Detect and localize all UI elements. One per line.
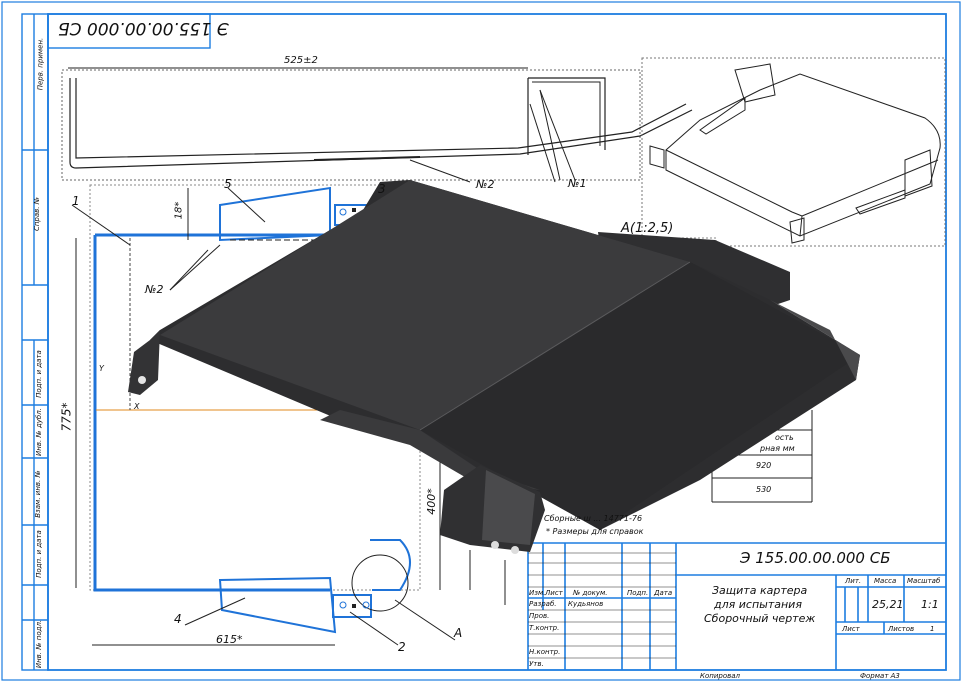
side-view-profile [61,67,693,183]
dim-width-615: 615* [216,633,243,646]
axis-y-label: Y [99,364,104,373]
callout-3: 3 [378,182,386,196]
strip-inv-dubl: Инв. № дубл. [34,408,43,456]
tb-sheet-label: Лист [842,625,860,633]
strip-sprav-no: Справ. № [33,196,42,232]
top-stamp-box [47,13,211,49]
dim-height-400: 400* [424,488,438,515]
dim-top-length: 525±2 [284,55,318,66]
callout-view-a: A [454,626,463,640]
tb-list: Лист [545,589,563,597]
tb-izm: Изм. [529,589,546,597]
axis-x-label: X [134,402,140,411]
tb-razrab: Разраб. [529,600,557,608]
view-a-label: A(1:2,5) [621,221,674,236]
callout-2: 2 [398,640,406,654]
title-name-1: Защита картера [712,584,808,597]
tb-doc: № докум. [573,589,608,597]
tb-scale-header: Масштаб [907,577,941,585]
tb-mass-header: Масса [874,577,897,585]
tb-prov: Пров. [529,612,550,620]
tb-format: Формат А3 [860,672,900,680]
spec-header-2: рная мм [760,444,795,453]
side-strip [21,13,49,671]
note-line-1: Сборные ш ... 14771-76 [544,514,643,523]
title-block-rows [528,552,676,659]
strip-vzam-inv: Взам. инв. № [33,470,42,518]
shaded-3d-model [128,180,860,554]
top-stamp-designation: Э 155.00.00.000 СБ [58,18,229,38]
dim-height-775: 775* [59,402,74,432]
callout-weld2-top: №2 [476,178,495,191]
title-designation: Э 155.00.00.000 СБ [740,549,891,567]
strip-podp-data-2: Подп. и дата [34,530,43,578]
tb-razrab-name: Кудьянов [568,600,604,608]
title-name-2: для испытания [714,598,802,611]
callout-weld2-left: №2 [145,283,164,296]
tb-data: Дата [654,589,673,597]
tb-tkontr: Т.контр. [529,624,560,632]
tb-mass-value: 25,21 [872,598,904,611]
callout-4: 4 [174,612,182,626]
dim-18: 18* [173,201,185,220]
strip-inv-podl: Инв. № подл. [35,619,44,669]
spec-val-1: 920 [756,461,772,470]
callout-5: 5 [224,177,232,191]
spec-val-2: 530 [756,485,772,494]
tb-lit-header: Лит. [845,577,862,585]
note-line-2: * Размеры для справок [546,527,644,536]
tb-nkontr: Н.контр. [529,648,561,656]
tb-podp: Подп. [627,589,649,597]
tb-sheets-label: Листов [888,625,915,633]
tb-sheets-count: 1 [930,625,935,633]
title-block-grid [527,542,946,670]
strip-podp-data-1: Подп. и дата [34,350,43,398]
tb-scale-value: 1:1 [921,598,939,611]
spec-header-1: ость [775,433,794,442]
tb-utv: Утв. [529,660,544,668]
tb-kopiroval: Копировал [700,672,740,680]
strip-perv-primen: Перв. примен. [36,37,45,91]
title-name-3: Сборочный чертеж [704,612,816,625]
isometric-view [641,57,946,247]
callout-1: 1 [72,194,80,208]
callout-weld1: №1 [568,177,587,190]
